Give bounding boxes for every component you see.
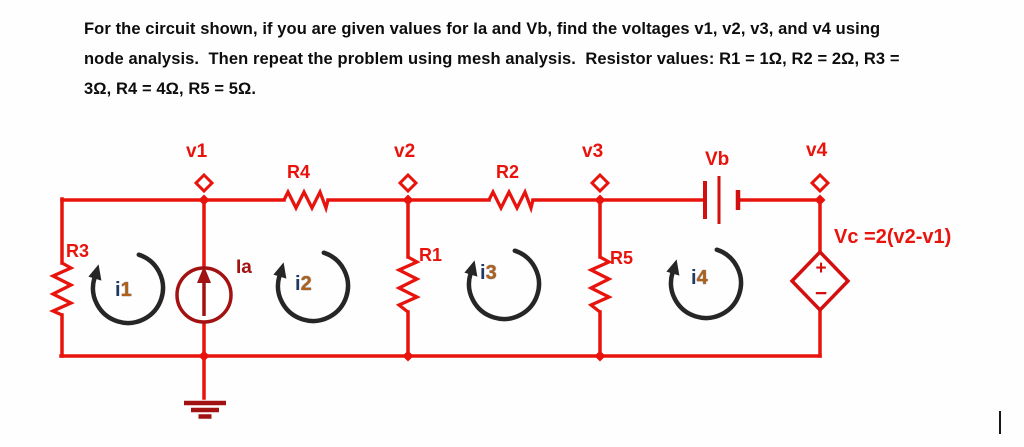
resistor-r3-symbol	[48, 261, 75, 317]
resistor-label-r5: R5	[610, 248, 634, 268]
junction-dot	[402, 350, 414, 362]
mesh-label-i2-number: 2	[300, 273, 312, 295]
node-markers	[193, 172, 831, 194]
junction-dot	[594, 194, 606, 206]
mesh-arrow-i3	[464, 251, 539, 319]
mesh-label-i1: i1	[115, 279, 132, 302]
resistor-label-r3: R3	[66, 241, 90, 261]
dependent-source-plus-sign: +	[815, 258, 827, 279]
mesh-label-i4-prefix: i	[691, 267, 697, 289]
current-source-ia-symbol	[175, 266, 233, 324]
resistor-label-r2: R2	[496, 162, 520, 182]
resistor-r4-symbol	[282, 187, 330, 214]
mesh-label-i2: i2	[295, 273, 312, 296]
ground-symbol	[184, 400, 226, 419]
dependent-source-vc-symbol	[789, 249, 851, 313]
text-caret	[999, 411, 1001, 434]
resistor-r2-symbol	[487, 187, 535, 214]
junction-dot	[198, 350, 210, 362]
mesh-label-i4-number: 4	[696, 267, 708, 289]
node-label-v1: v1	[186, 141, 208, 162]
node-v1-marker	[193, 172, 215, 194]
resistor-label-r4: R4	[287, 162, 311, 182]
junction-dot	[594, 350, 606, 362]
node-v3-marker	[589, 172, 611, 194]
resistor-r5-symbol	[587, 255, 613, 314]
dependent-source-minus-sign: −	[814, 282, 828, 305]
node-label-v2: v2	[394, 141, 416, 162]
resistor-r1-symbol	[395, 255, 421, 314]
circuit-wires	[59, 197, 822, 400]
current-source-label-ia: Ia	[236, 257, 252, 278]
problem-text-line-2: node analysis. Then repeat the problem u…	[84, 50, 900, 68]
resistor-label-r1: R1	[419, 245, 443, 265]
mesh-label-i4: i4	[691, 267, 708, 290]
battery-label-vb: Vb	[705, 149, 730, 170]
current-source-arrow-head	[197, 266, 211, 283]
mesh-label-i3-number: 3	[485, 262, 497, 284]
mesh-label-i3-prefix: i	[480, 262, 486, 284]
junction-dot	[402, 194, 414, 206]
problem-text-line-1: For the circuit shown, if you are given …	[84, 20, 881, 38]
node-v4-marker	[809, 172, 831, 194]
mesh-label-i3: i3	[480, 262, 497, 285]
problem-text-line-3: 3Ω, R4 = 4Ω, R5 = 5Ω.	[84, 80, 257, 98]
node-v2-marker	[397, 172, 419, 194]
dependent-source-label-vc: Vc =2(v2-v1)	[834, 226, 952, 248]
node-label-v4: v4	[806, 140, 828, 161]
junction-dots	[198, 194, 826, 362]
battery-vb-symbol	[703, 176, 741, 224]
mesh-label-i2-prefix: i	[295, 273, 301, 295]
resistor-symbols	[48, 187, 613, 317]
node-label-v3: v3	[582, 141, 604, 162]
junction-dot	[198, 194, 210, 206]
mesh-label-i1-prefix: i	[115, 279, 121, 301]
junction-dot	[814, 194, 826, 206]
mesh-label-i1-number: 1	[120, 279, 132, 301]
dependent-source-diamond	[789, 249, 851, 313]
